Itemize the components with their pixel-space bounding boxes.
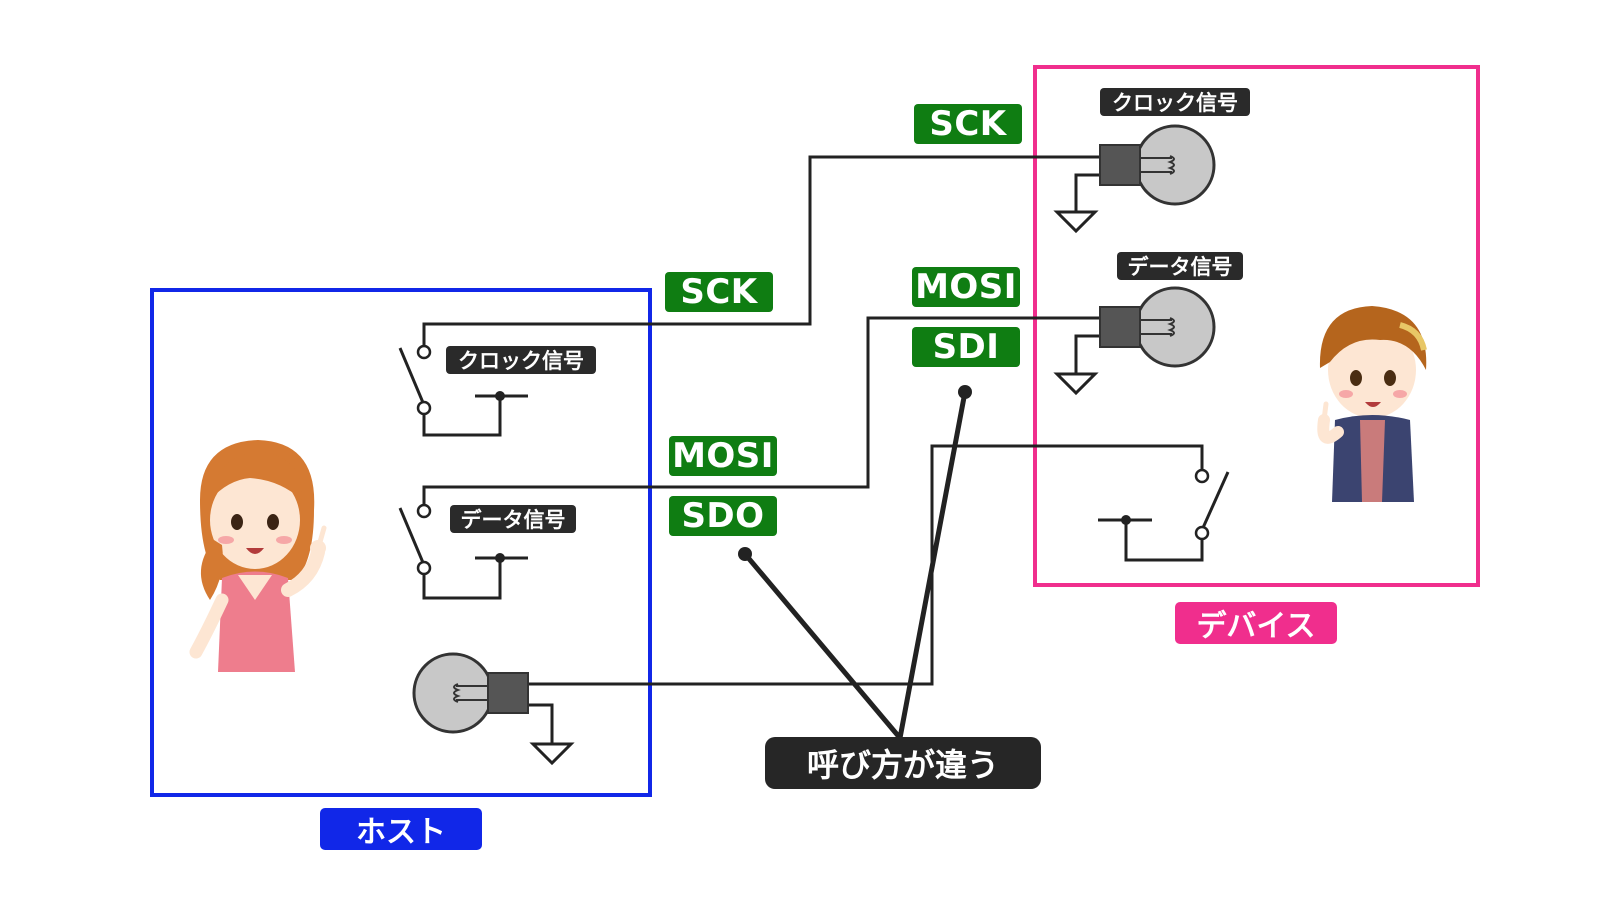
device-switch-return: [1124, 520, 1204, 562]
device-data-ground-icon: [1053, 372, 1099, 396]
mosi-label-host: MOSI: [669, 436, 777, 476]
device-switch-terminal-top: [1194, 468, 1210, 484]
host-woman-avatar: [189, 440, 327, 672]
host-clock-switch-blade: [398, 347, 426, 406]
host-lamp-icon: [412, 652, 529, 734]
host-data-contact-dot: [495, 553, 505, 563]
device-switch-blade: [1200, 471, 1230, 531]
device-data-lamp-icon: [1099, 286, 1216, 368]
host-data-terminal-bottom: [416, 560, 432, 576]
host-data-terminal-top: [416, 503, 432, 519]
device-clock-lamp-icon: [1099, 124, 1216, 206]
device-clock-signal-label: クロック信号: [1100, 88, 1250, 116]
device-switch-terminal-bottom: [1194, 525, 1210, 541]
sdi-label: SDI: [912, 327, 1020, 367]
host-lamp-ground-wire: [528, 703, 554, 744]
host-clock-terminal-top: [416, 344, 432, 360]
host-clock-contact-dot: [495, 391, 505, 401]
miso-wire: [528, 444, 1204, 686]
mosi-wire: [422, 316, 1100, 511]
host-data-signal-label: データ信号: [450, 505, 576, 533]
host-box: [150, 288, 652, 797]
sck-label-host: SCK: [665, 272, 773, 312]
host-label: ホスト: [320, 808, 482, 850]
device-label: デバイス: [1175, 602, 1337, 644]
device-clock-ground-wire: [1074, 173, 1100, 212]
callout-pointer-sdi: [897, 389, 968, 741]
callout-pointer-sdo: [742, 551, 903, 741]
device-boy-avatar: [1317, 306, 1427, 502]
sdo-pointer-dot: [738, 547, 752, 561]
device-box: [1033, 65, 1480, 587]
device-clock-ground-icon: [1053, 210, 1099, 234]
sck-label-device: SCK: [914, 104, 1022, 144]
naming-differs-callout: 呼び方が違う: [765, 737, 1041, 789]
sdo-label: SDO: [669, 496, 777, 536]
wires: [398, 155, 1230, 744]
device-data-ground-wire: [1074, 334, 1100, 374]
host-lamp-ground-icon: [529, 742, 575, 766]
host-data-switch-blade: [398, 507, 426, 566]
mosi-label-device: MOSI: [912, 267, 1020, 307]
host-clock-terminal-bottom: [416, 400, 432, 416]
host-clock-signal-label: クロック信号: [446, 346, 596, 374]
device-switch-contact-dot: [1121, 515, 1131, 525]
device-data-signal-label: データ信号: [1117, 252, 1243, 280]
host-data-switch-return: [422, 558, 502, 600]
sdi-pointer-dot: [958, 385, 972, 399]
host-clock-switch-return: [422, 396, 502, 437]
sck-wire: [422, 155, 1100, 352]
